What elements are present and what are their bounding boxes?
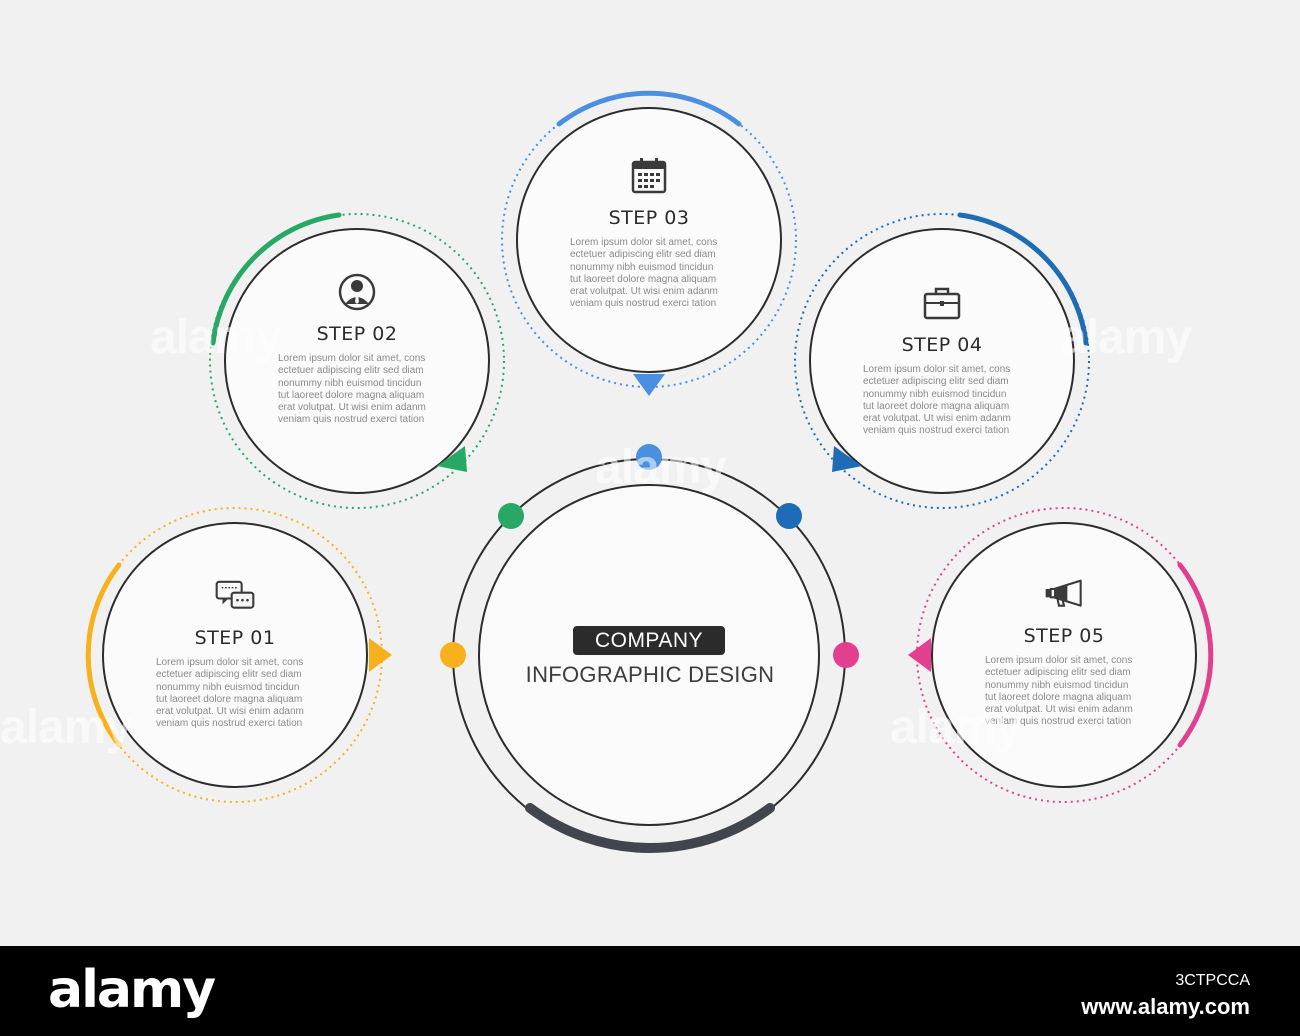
step-02-circle (224, 228, 490, 494)
step-03-text-line: ectetuer adipiscing elitr sed diam (570, 249, 716, 261)
connector-dot-step-01 (440, 642, 466, 668)
step-04-text-line: erat volutpat. Ut wisi enim adanm (863, 413, 1011, 425)
step-03-text-line: erat volutpat. Ut wisi enim adanm (570, 286, 718, 298)
step-02-text: Lorem ipsum dolor sit amet, cons ectetue… (278, 353, 436, 427)
center-inner-circle (478, 484, 820, 826)
footer-bar: alamy 3CTPCCA www.alamy.com (0, 946, 1300, 1036)
step-01-title: STEP 01 (194, 627, 276, 649)
company-title: COMPANY (573, 626, 725, 655)
step-04-text-line: Lorem ipsum dolor sit amet, cons (863, 364, 1011, 375)
megaphone-icon (1045, 579, 1082, 607)
footer-info: 3CTPCCA www.alamy.com (1081, 968, 1250, 1020)
step-02-dotted-ring (209, 213, 505, 509)
connector-dot-step-02 (498, 503, 524, 529)
connector-dot-step-03 (636, 444, 662, 470)
step-05-text-line: tut laoreet dolore magna aliquam (985, 691, 1132, 703)
step-01-text-line: veniam quis nostrud exerci tation (156, 718, 303, 730)
step-05-content: STEP 05 Lorem ipsum dolor sit amet, cons… (948, 574, 1180, 729)
step-04-text-line: veniam quis nostrud exerci tation (863, 425, 1010, 437)
step-04-accent-arc (957, 212, 1089, 346)
step-05-text-line: ectetuer adipiscing elitr sed diam (985, 667, 1131, 679)
step-02-pointer (437, 446, 467, 472)
step-04-content: STEP 04 Lorem ipsum dolor sit amet, cons… (826, 283, 1058, 438)
step-01-text-line: erat volutpat. Ut wisi enim adanm (156, 706, 304, 718)
center-bottom-arc (525, 803, 775, 853)
step-04-text-line: ectetuer adipiscing elitr sed diam (863, 376, 1009, 388)
connector-dot-step-04 (776, 503, 802, 529)
step-01-text-line: tut laoreet dolore magna aliquam (156, 693, 303, 705)
businessman-icon (338, 273, 376, 311)
step-02-content: STEP 02 Lorem ipsum dolor sit amet, cons… (241, 272, 473, 427)
step-03-accent-arc (556, 90, 742, 127)
step-05-text-line: Lorem ipsum dolor sit amet, cons (985, 655, 1133, 666)
step-04-dotted-ring (794, 213, 1090, 509)
step-04-title: STEP 04 (901, 334, 983, 356)
step-03-text-line: nonummy nibh euismod tincidun (570, 261, 714, 273)
infographic-diagram (85, 90, 1214, 853)
step-05-title: STEP 05 (1023, 625, 1105, 647)
connector-dot-step-05 (833, 642, 859, 668)
step-05-text: Lorem ipsum dolor sit amet, cons ectetue… (985, 655, 1143, 729)
step-02-text-line: erat volutpat. Ut wisi enim adanm (278, 402, 426, 414)
step-02-text-line: ectetuer adipiscing elitr sed diam (278, 365, 424, 377)
step-02-title: STEP 02 (316, 323, 398, 345)
step-04-circle (809, 228, 1075, 494)
site-link[interactable]: www.alamy.com (1081, 994, 1250, 1019)
step-01-accent-arc (85, 562, 122, 748)
watermark: alamy (1060, 311, 1192, 364)
infographic-canvas: STEP 01 Lorem ipsum dolor sit amet, cons… (0, 90, 1214, 853)
step-04-text-line: nonummy nibh euismod tincidun (863, 388, 1007, 400)
step-03-dotted-ring (501, 92, 797, 388)
step-03-text-line: tut laoreet dolore magna aliquam (570, 273, 717, 285)
step-02-text-line: tut laoreet dolore magna aliquam (278, 389, 425, 401)
step-03-pointer (633, 374, 665, 396)
step-03-circle (516, 107, 782, 373)
step-01-text-line: ectetuer adipiscing elitr sed diam (156, 669, 302, 681)
step-01-pointer (369, 638, 392, 672)
step-02-text-line: Lorem ipsum dolor sit amet, cons (278, 353, 426, 364)
step-04-text: Lorem ipsum dolor sit amet, cons ectetue… (863, 364, 1021, 438)
step-05-circle (931, 522, 1197, 788)
watermark: alamy (0, 701, 132, 754)
step-02-accent-arc (210, 212, 342, 346)
step-02-text-line: veniam quis nostrud exerci tation (278, 414, 425, 426)
watermark: alamy (890, 701, 1022, 754)
step-04-pointer (832, 446, 862, 472)
step-03-text: Lorem ipsum dolor sit amet, cons ectetue… (570, 237, 728, 311)
chat-bubbles-icon (215, 580, 255, 609)
step-01-content: STEP 01 Lorem ipsum dolor sit amet, cons… (119, 576, 351, 731)
watermark: alamy (150, 311, 282, 364)
step-01-circle (102, 522, 368, 788)
step-05-text-line: veniam quis nostrud exerci tation (985, 716, 1132, 728)
footer-logo: alamy (48, 960, 216, 1020)
step-03-text-line: Lorem ipsum dolor sit amet, cons (570, 237, 718, 248)
step-02-text-line: nonummy nibh euismod tincidun (278, 377, 422, 389)
step-05-text-line: nonummy nibh euismod tincidun (985, 679, 1129, 691)
step-04-text-line: tut laoreet dolore magna aliquam (863, 400, 1010, 412)
step-01-text: Lorem ipsum dolor sit amet, cons ectetue… (156, 657, 314, 731)
step-03-text-line: veniam quis nostrud exerci tation (570, 298, 717, 310)
step-05-pointer (908, 638, 931, 672)
company-subtitle: INFOGRAPHIC DESIGN (525, 662, 775, 687)
image-id: 3CTPCCA (1175, 972, 1250, 989)
step-01-text-line: nonummy nibh euismod tincidun (156, 681, 300, 693)
briefcase-icon (923, 287, 961, 320)
step-05-text-line: erat volutpat. Ut wisi enim adanm (985, 704, 1133, 716)
watermark: alamy (595, 441, 727, 494)
step-05-accent-arc (1177, 562, 1214, 748)
step-03-title: STEP 03 (608, 207, 690, 229)
step-01-text-line: Lorem ipsum dolor sit amet, cons (156, 657, 304, 668)
step-03-content: STEP 03 Lorem ipsum dolor sit amet, cons… (533, 156, 765, 311)
calendar-icon (631, 158, 667, 194)
